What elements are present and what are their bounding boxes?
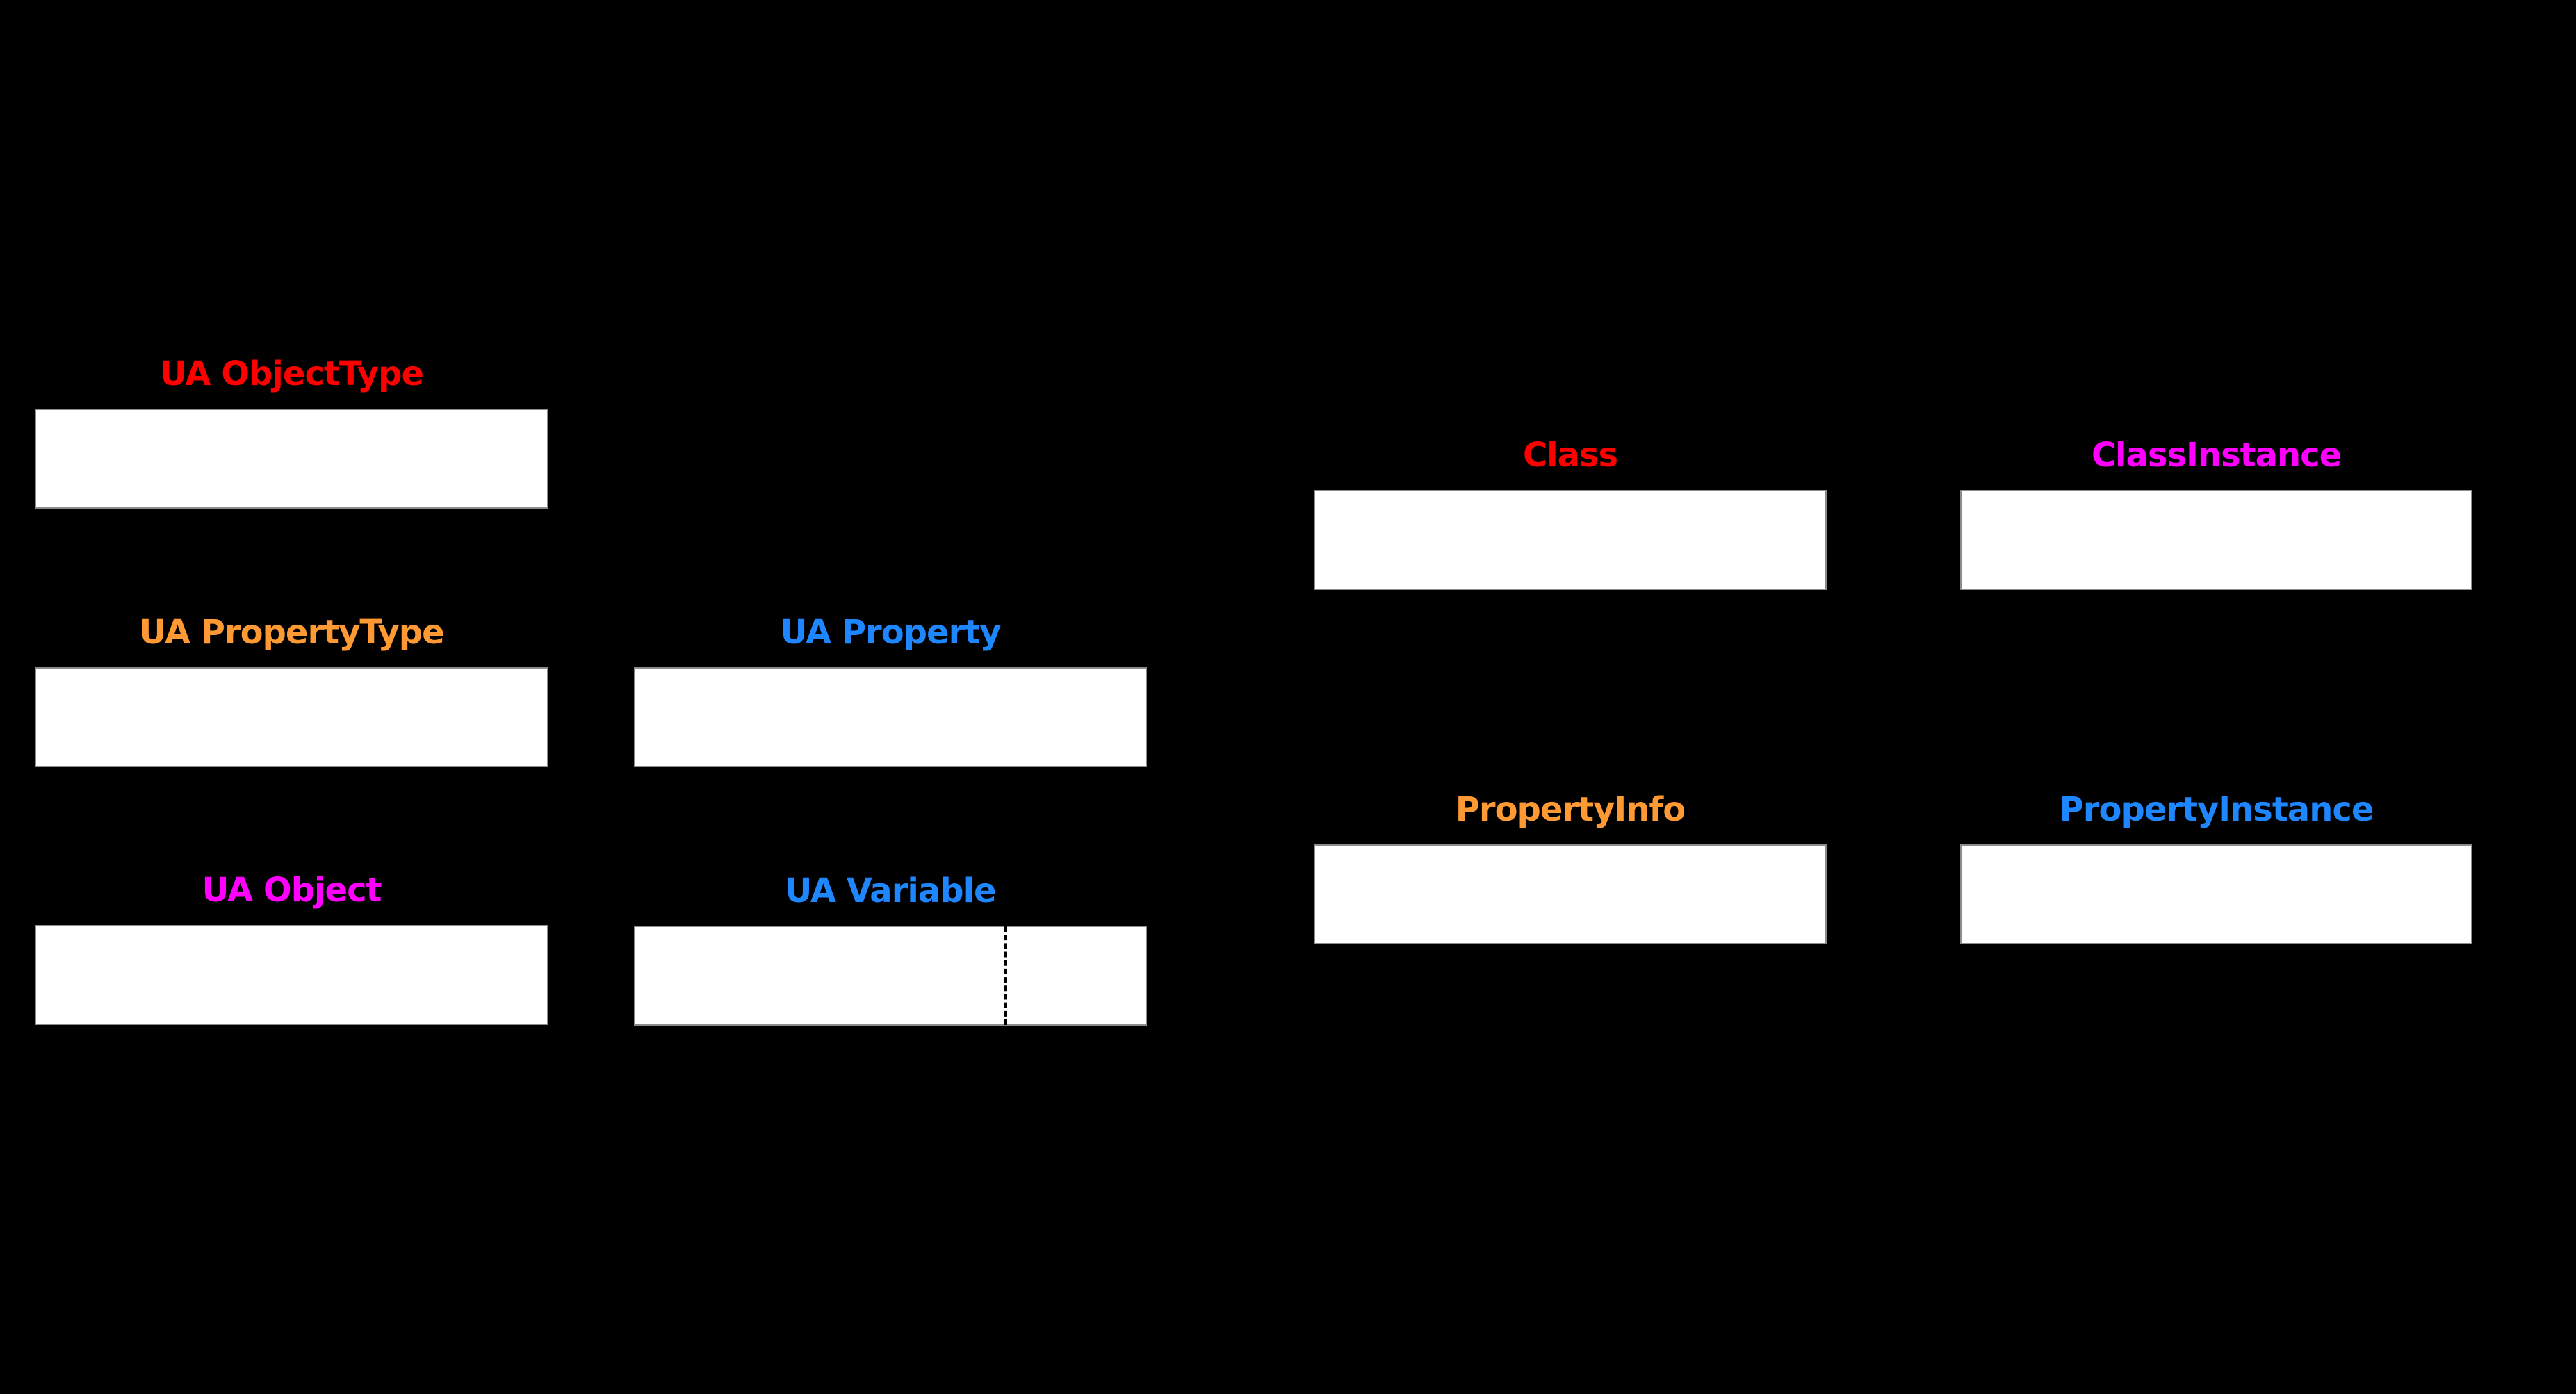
node-box-propertyinstance	[1960, 844, 2472, 944]
node-ua-propertytype: UA PropertyType	[35, 602, 548, 767]
node-ua-object: UA Object	[35, 860, 548, 1025]
node-title-ua-property: UA Property	[780, 613, 1001, 652]
node-ua-variable: UA Variable	[634, 861, 1147, 1026]
node-title-classinstance: ClassInstance	[2091, 436, 2342, 475]
node-box-classinstance	[1960, 490, 2472, 590]
node-class: Class	[1314, 425, 1827, 590]
node-title-ua-object: UA Object	[202, 871, 382, 910]
node-propertyinfo: PropertyInfo	[1314, 780, 1827, 944]
node-title-ua-propertytype: UA PropertyType	[139, 613, 444, 652]
node-box-propertyinfo	[1314, 844, 1827, 944]
node-propertyinstance: PropertyInstance	[1960, 780, 2472, 944]
ua-variable-dashed-divider-line	[1004, 926, 1007, 1025]
node-title-class: Class	[1522, 436, 1618, 475]
node-title-propertyinfo: PropertyInfo	[1455, 790, 1686, 829]
node-classinstance: ClassInstance	[1960, 425, 2472, 590]
node-title-ua-objecttype: UA ObjectType	[159, 354, 424, 393]
node-box-ua-property	[634, 667, 1147, 767]
node-box-ua-propertytype	[35, 667, 548, 767]
node-ua-objecttype: UA ObjectType	[35, 344, 548, 509]
node-box-ua-object	[35, 925, 548, 1025]
node-ua-property: UA Property	[634, 602, 1147, 767]
node-box-ua-objecttype	[35, 409, 548, 509]
node-box-ua-variable	[634, 926, 1147, 1026]
node-title-ua-variable: UA Variable	[785, 871, 996, 910]
node-box-class	[1314, 490, 1827, 590]
node-title-propertyinstance: PropertyInstance	[2059, 790, 2374, 829]
